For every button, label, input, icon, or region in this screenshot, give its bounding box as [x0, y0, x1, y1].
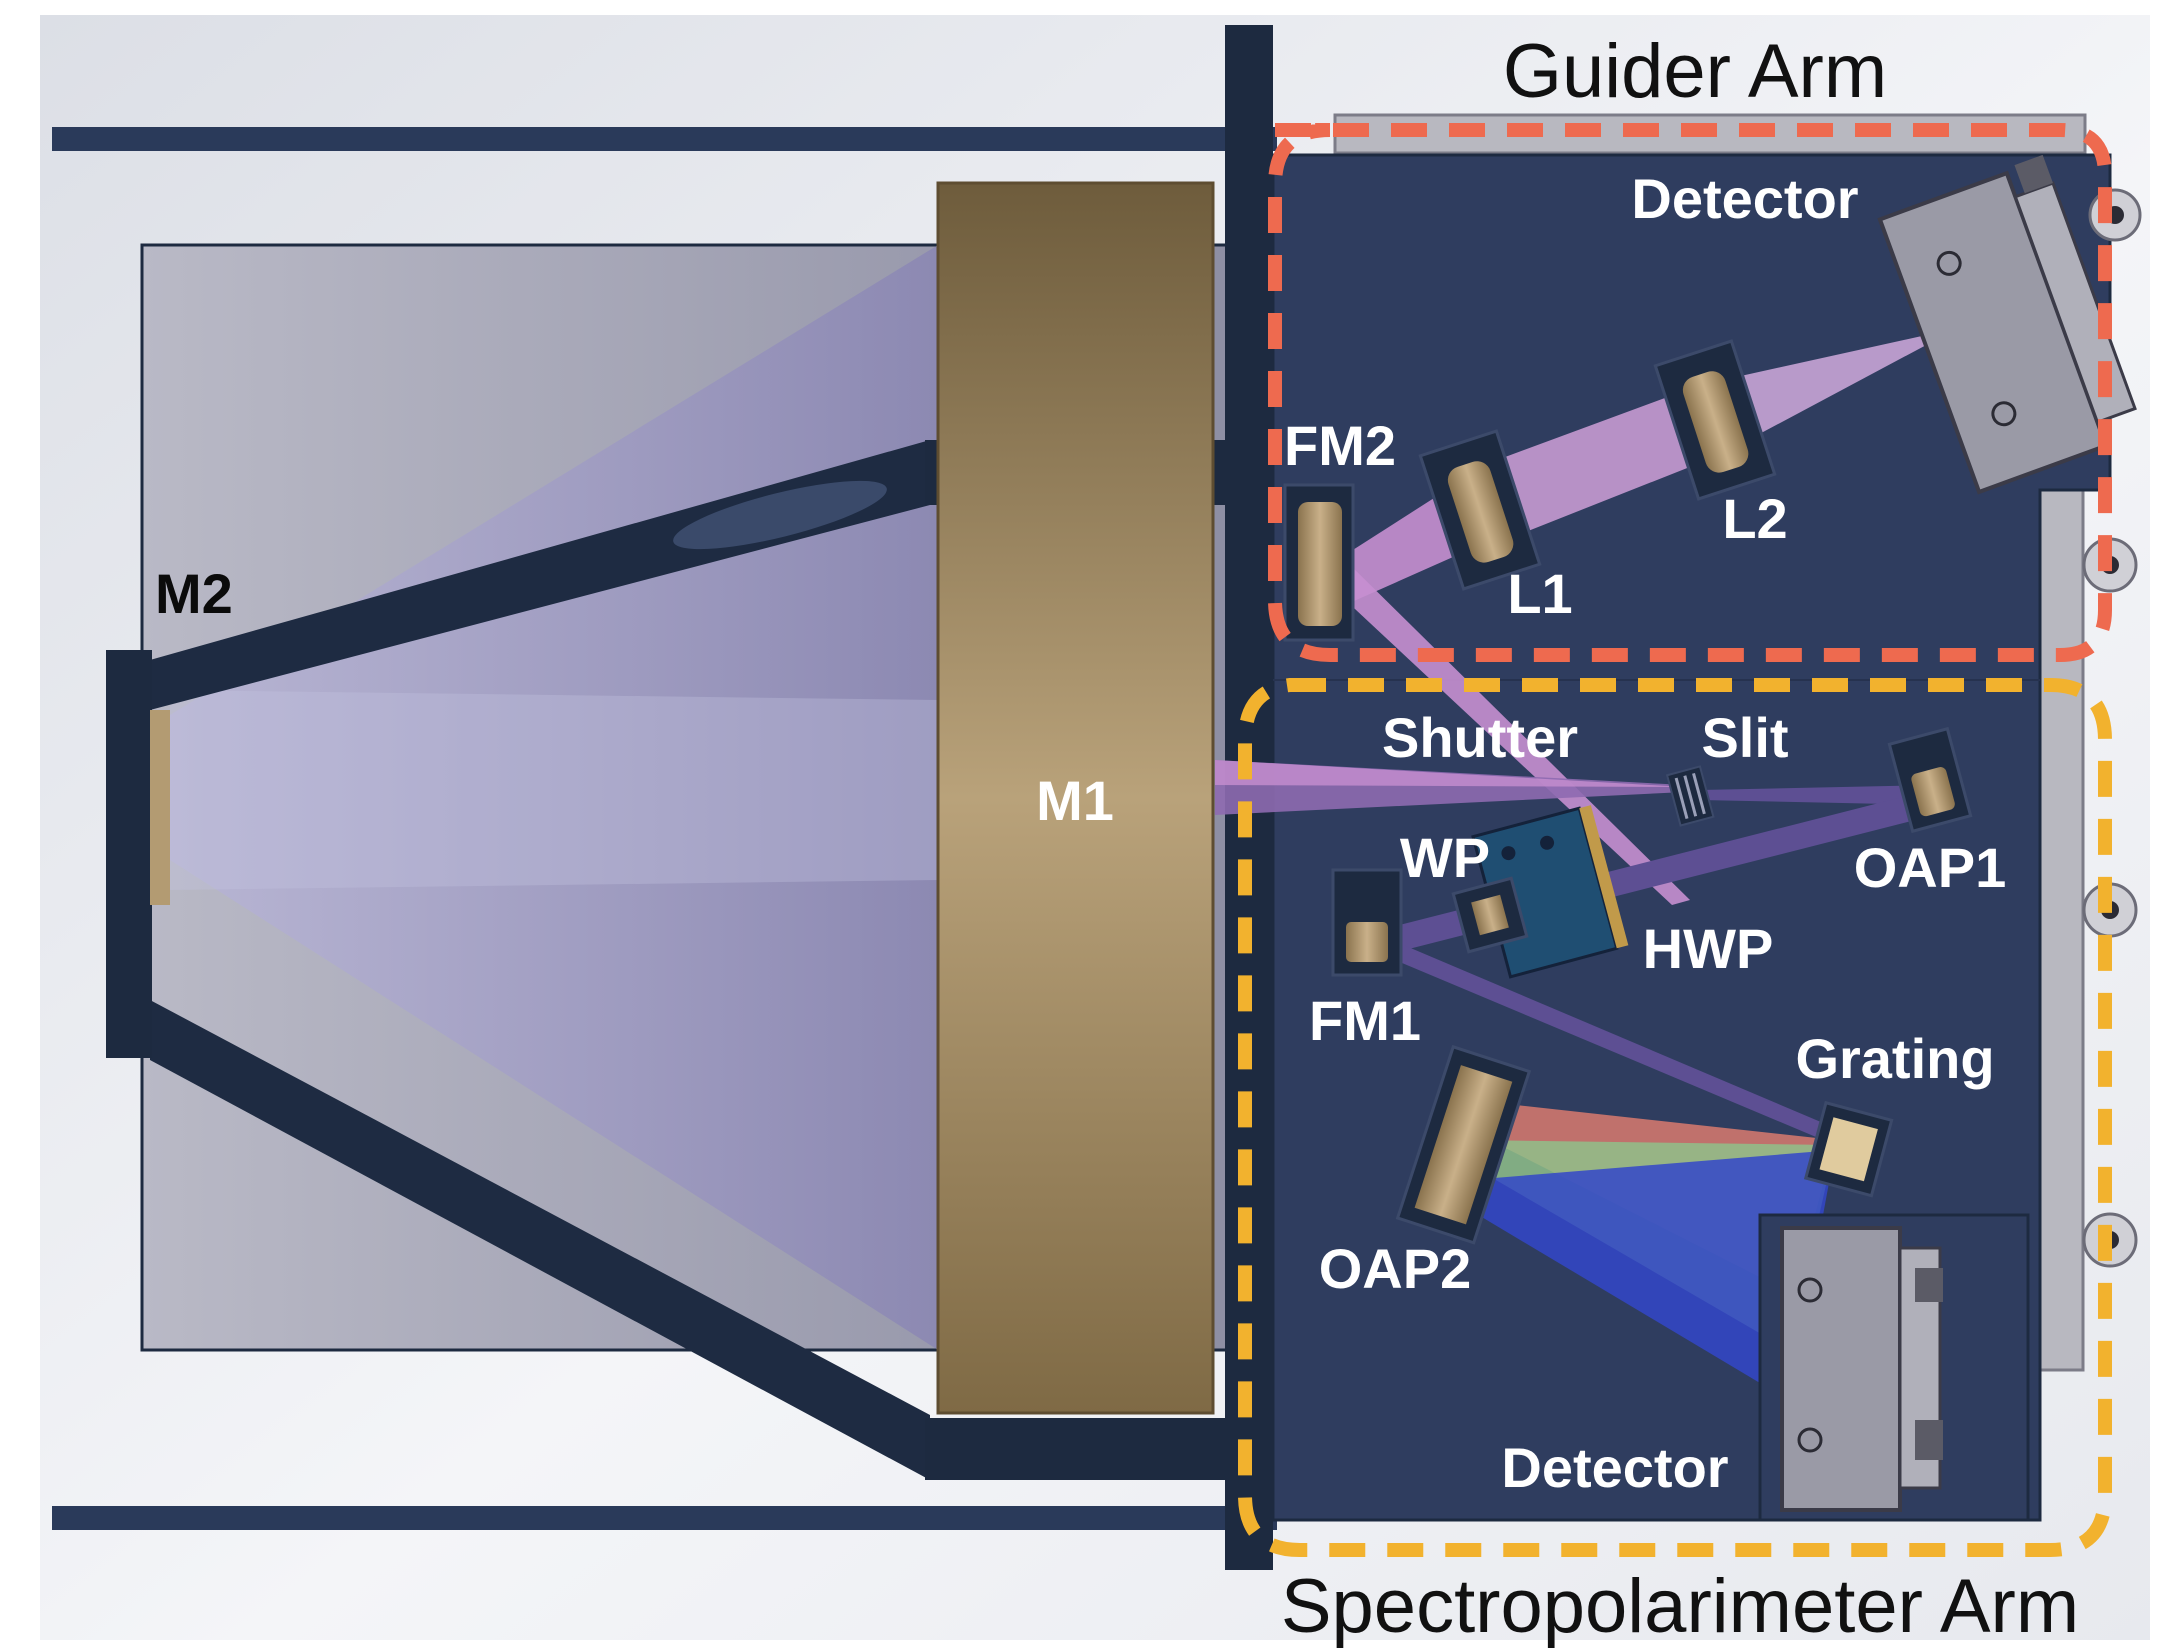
fm2-mirror [1298, 502, 1342, 626]
label-oap1: OAP1 [1854, 836, 2007, 899]
m2-mount [106, 650, 152, 1058]
label-m1: M1 [1036, 769, 1114, 832]
guider-arm-title: Guider Arm [1503, 29, 1887, 114]
label-spectro-detector: Detector [1501, 1436, 1728, 1499]
label-guider-detector: Detector [1631, 167, 1858, 230]
label-m2: M2 [155, 562, 233, 625]
guider-arm-outline [1268, 123, 2112, 662]
lower-strut-mount [925, 1418, 1230, 1480]
guider-beam-l2 [1470, 385, 1720, 550]
label-grating: Grating [1795, 1027, 1994, 1090]
label-hwp: HWP [1643, 917, 1774, 980]
fm1-mirror [1346, 922, 1388, 962]
spectro-detector-body [1780, 1226, 1943, 1512]
grating-element [1803, 1100, 1894, 1198]
slit-element [1665, 765, 1715, 827]
bottom-rail [52, 1506, 1277, 1530]
slit-to-oap1 [1700, 785, 1935, 805]
spectro-arm-title: Spectropolarimeter Arm [1281, 1564, 2079, 1648]
lower-strut [150, 1000, 930, 1480]
m1-mirror [936, 181, 1215, 1415]
oap1-mirror [1887, 726, 1973, 834]
label-oap2: OAP2 [1319, 1237, 1472, 1300]
oap2-mirror [1395, 1044, 1532, 1245]
input-beam-upper [1215, 760, 1685, 787]
guider-beam-detector [1700, 332, 1945, 455]
lens-l2 [1653, 339, 1777, 501]
strut-highlight [673, 480, 887, 550]
label-fm1: FM1 [1309, 989, 1421, 1052]
label-slit: Slit [1701, 706, 1788, 769]
label-shutter: Shutter [1382, 706, 1578, 769]
label-fm2: FM2 [1284, 414, 1396, 477]
wp-element [1451, 876, 1529, 954]
fm1-to-grating [1380, 935, 1835, 1145]
label-l1: L1 [1507, 562, 1572, 625]
light-cone-inner [170, 690, 938, 890]
label-wp: WP [1400, 826, 1490, 889]
top-rail [52, 127, 1277, 151]
label-l2: L2 [1722, 487, 1787, 550]
spectrum-blue [1470, 1150, 1835, 1395]
m2-mirror [150, 710, 170, 905]
spectro-arm-outline [1238, 678, 2112, 1557]
lens-l1 [1418, 429, 1542, 591]
guider-beam-fold [1340, 560, 1690, 905]
